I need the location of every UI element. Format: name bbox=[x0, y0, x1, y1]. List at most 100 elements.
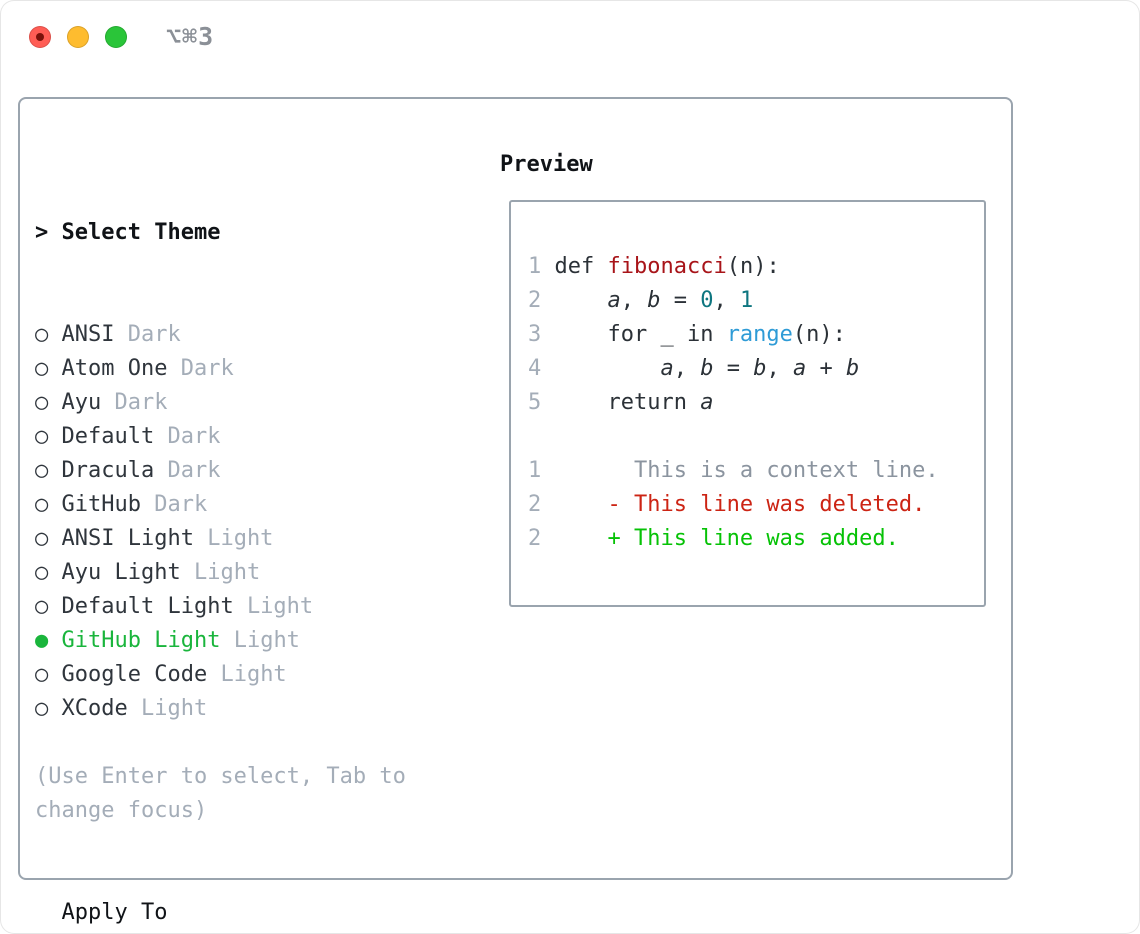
focus-prompt-icon: > bbox=[35, 220, 49, 245]
option-label: GitHub Light bbox=[61, 628, 221, 653]
theme-option-google-code[interactable]: ○ Google Code Light bbox=[35, 658, 313, 692]
code-line: 3 for _ in range(n): bbox=[528, 318, 939, 352]
code-segment bbox=[555, 288, 608, 313]
minimize-button[interactable] bbox=[67, 26, 89, 48]
unsaved-indicator-dot bbox=[36, 33, 44, 41]
line-number: 4 bbox=[528, 356, 542, 381]
diff-line: 2 + This line was added. bbox=[528, 522, 939, 556]
option-label: Atom One bbox=[61, 356, 168, 381]
option-label: ANSI Light bbox=[61, 526, 194, 551]
code-segment: return bbox=[554, 390, 701, 415]
code-segment: b bbox=[700, 356, 714, 381]
theme-option-default-light[interactable]: ○ Default Light Light bbox=[35, 590, 313, 624]
radio-icon: ● bbox=[35, 628, 49, 653]
code-segment bbox=[555, 356, 661, 381]
blank-line bbox=[528, 420, 939, 454]
code-segment: - This line was deleted. bbox=[554, 492, 926, 517]
radio-icon: ○ bbox=[35, 492, 49, 517]
theme-option-dracula[interactable]: ○ Dracula Dark bbox=[35, 454, 313, 488]
radio-icon: ○ bbox=[35, 390, 49, 415]
theme-variant-tag: Dark bbox=[167, 424, 221, 449]
code-segment: a bbox=[700, 390, 714, 415]
option-label: Default Light bbox=[61, 594, 234, 619]
theme-variant-tag: Dark bbox=[154, 492, 208, 517]
theme-option-default[interactable]: ○ Default Dark bbox=[35, 420, 313, 454]
theme-variant-tag: Light bbox=[140, 696, 208, 721]
theme-variant-tag: Light bbox=[233, 628, 300, 653]
option-label: Dracula bbox=[61, 458, 155, 483]
option-label: Ayu Light bbox=[61, 560, 181, 585]
code-segment: a bbox=[792, 356, 807, 381]
theme-menu: > Select Theme ○ ANSI Dark○ Atom One Dar… bbox=[35, 148, 313, 934]
line-number: 3 bbox=[528, 322, 542, 347]
theme-variant-tag: Light bbox=[220, 662, 287, 687]
code-segment: 0 bbox=[700, 288, 714, 313]
code-segment: , bbox=[766, 356, 793, 381]
code-segment: b bbox=[753, 356, 767, 381]
code-segment: = bbox=[660, 288, 701, 313]
line-number: 2 bbox=[528, 526, 542, 551]
theme-variant-tag: Dark bbox=[180, 356, 234, 381]
diff-line: 2 - This line was deleted. bbox=[528, 488, 939, 522]
code-segment: a bbox=[607, 288, 621, 313]
line-number: 2 bbox=[528, 288, 542, 313]
radio-icon: ○ bbox=[35, 560, 49, 585]
theme-list: ○ ANSI Dark○ Atom One Dark○ Ayu Dark○ De… bbox=[35, 318, 313, 726]
theme-option-ansi[interactable]: ○ ANSI Dark bbox=[35, 318, 313, 352]
code-segment: def bbox=[554, 254, 608, 279]
theme-variant-tag: Light bbox=[246, 594, 314, 619]
code-segment: = bbox=[713, 356, 754, 381]
code-segment: 1 bbox=[739, 288, 754, 313]
code-segment: (n): bbox=[792, 322, 846, 347]
theme-variant-tag: Light bbox=[207, 526, 274, 551]
select-theme-header: > Select Theme bbox=[35, 216, 313, 250]
option-label: Ayu bbox=[61, 390, 102, 415]
option-label: Google Code bbox=[61, 662, 208, 687]
radio-icon: ○ bbox=[35, 322, 49, 347]
theme-option-atom-one[interactable]: ○ Atom One Dark bbox=[35, 352, 313, 386]
theme-variant-tag: Dark bbox=[167, 458, 221, 483]
theme-option-ansi-light[interactable]: ○ ANSI Light Light bbox=[35, 522, 313, 556]
theme-option-github-light[interactable]: ● GitHub Light Light bbox=[35, 624, 313, 658]
line-number: 1 bbox=[528, 254, 542, 279]
code-segment: a bbox=[660, 356, 674, 381]
line-number: 2 bbox=[528, 492, 542, 517]
select-theme-title: Select Theme bbox=[61, 220, 221, 245]
code-line: 5 return a bbox=[528, 386, 939, 420]
apply-to-header: Apply To bbox=[61, 900, 168, 925]
title-bar: ⌥⌘3 bbox=[0, 0, 1140, 75]
preview-title: Preview bbox=[500, 152, 593, 177]
code-segment: + bbox=[806, 356, 846, 381]
window-title: ⌥⌘3 bbox=[166, 22, 215, 51]
line-number: 5 bbox=[528, 390, 542, 415]
option-label: ANSI bbox=[61, 322, 115, 347]
code-segment: This is a context line. bbox=[554, 458, 939, 483]
theme-option-ayu[interactable]: ○ Ayu Dark bbox=[35, 386, 313, 420]
code-line: 2 a, b = 0, 1 bbox=[528, 284, 939, 318]
code-segment: b bbox=[845, 356, 860, 381]
code-line: 1 def fibonacci(n): bbox=[528, 250, 939, 284]
theme-picker-panel: > Select Theme ○ ANSI Dark○ Atom One Dar… bbox=[18, 97, 1013, 925]
theme-option-ayu-light[interactable]: ○ Ayu Light Light bbox=[35, 556, 313, 590]
code-segment: + This line was added. bbox=[554, 526, 899, 551]
code-line: 4 a, b = b, a + b bbox=[528, 352, 939, 386]
code-segment: b bbox=[647, 288, 661, 313]
code-segment: , bbox=[713, 288, 740, 313]
code-segment: fibonacci bbox=[607, 254, 727, 279]
zoom-button[interactable] bbox=[105, 26, 127, 48]
help-text: (Use Enter to select, Tab to change focu… bbox=[35, 764, 406, 823]
radio-icon: ○ bbox=[35, 662, 49, 687]
theme-option-xcode[interactable]: ○ XCode Light bbox=[35, 692, 313, 726]
close-button[interactable] bbox=[29, 26, 51, 48]
theme-option-github[interactable]: ○ GitHub Dark bbox=[35, 488, 313, 522]
code-segment: range bbox=[726, 322, 793, 347]
radio-icon: ○ bbox=[35, 424, 49, 449]
diff-line: 1 This is a context line. bbox=[528, 454, 939, 488]
line-number: 1 bbox=[528, 458, 542, 483]
radio-icon: ○ bbox=[35, 526, 49, 551]
theme-variant-tag: Light bbox=[193, 560, 261, 585]
code-segment: for _ in bbox=[554, 322, 727, 347]
option-label: GitHub bbox=[61, 492, 141, 517]
